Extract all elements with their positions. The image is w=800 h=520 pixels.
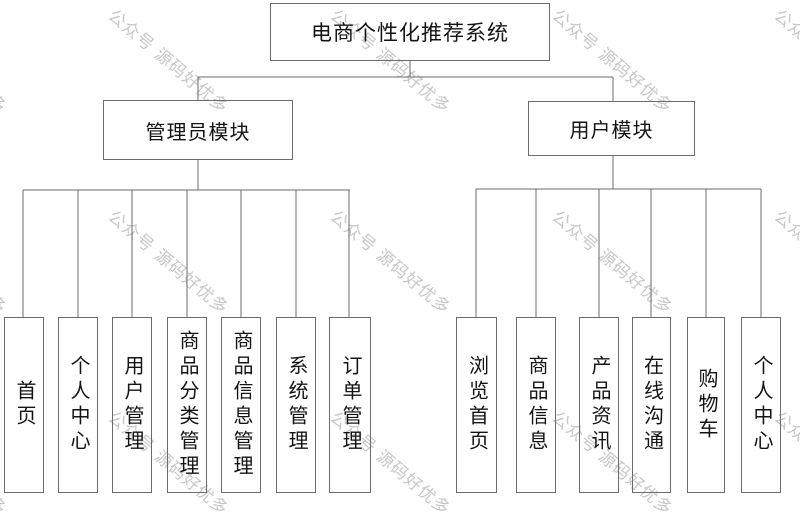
node-user-module: 用户模块: [528, 101, 695, 156]
node-leaf-home: 首页: [4, 317, 44, 493]
node-leaf-personal-center: 个人中心: [58, 317, 98, 493]
node-leaf-product-news: 产品资讯: [579, 317, 619, 493]
connector-lines: [22, 61, 762, 317]
node-leaf-personal-center-user: 个人中心: [741, 317, 781, 493]
node-leaf-shopping-cart: 购物车: [687, 317, 725, 493]
node-leaf-order-management: 订单管理: [329, 317, 371, 493]
node-leaf-online-communication: 在线沟通: [632, 317, 671, 493]
node-leaf-category-management: 商品分类管理: [167, 317, 207, 493]
node-leaf-product-info: 商品信息: [516, 317, 556, 493]
node-admin-module: 管理员模块: [103, 100, 293, 160]
node-leaf-user-management: 用户管理: [112, 317, 152, 493]
node-leaf-product-info-management: 商品信息管理: [221, 317, 261, 493]
node-leaf-browse-home: 浏览首页: [456, 317, 497, 493]
node-leaf-system-management: 系统管理: [276, 317, 316, 493]
node-root-system: 电商个性化推荐系统: [270, 3, 550, 61]
